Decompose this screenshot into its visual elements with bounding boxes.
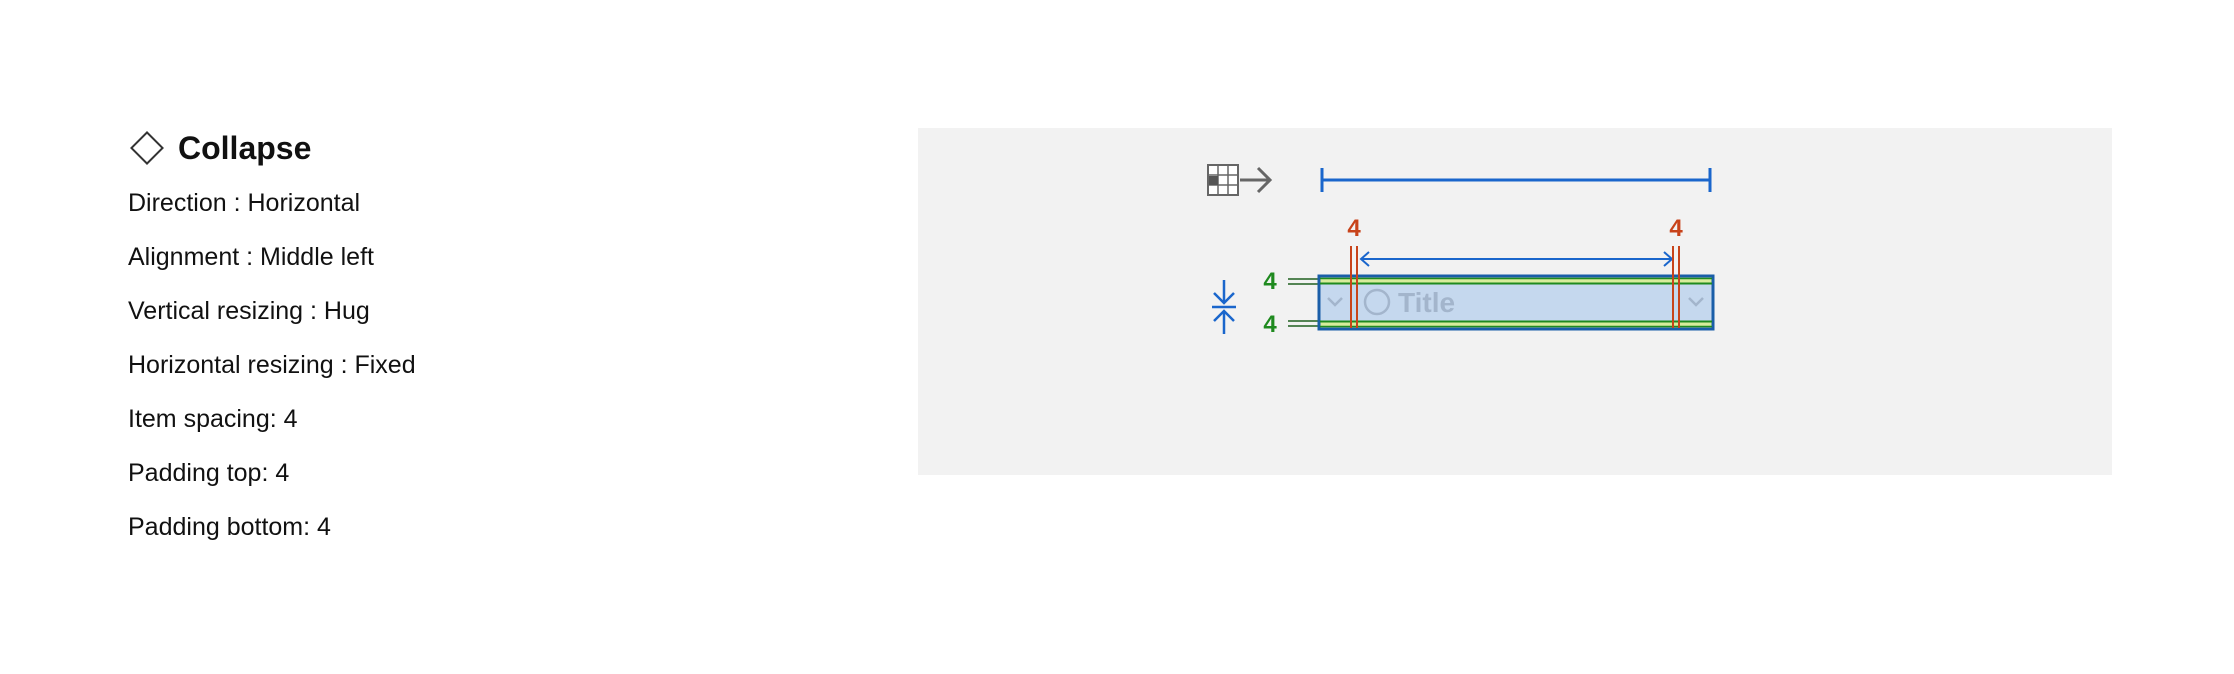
property-separator: :	[269, 404, 284, 433]
property-value: Fixed	[354, 350, 416, 379]
diagram-canvas: 4 4 Title	[918, 128, 2112, 475]
property-alignment: Alignment : Middle left	[128, 230, 768, 284]
property-separator: :	[226, 188, 248, 217]
circle-icon	[1363, 288, 1391, 316]
arrows-inward-vertical-icon	[1212, 280, 1236, 334]
component-title: Collapse	[178, 129, 312, 166]
diamond-icon	[130, 131, 164, 165]
spacing-marker-right	[1672, 246, 1680, 328]
property-key: Horizontal resizing	[128, 350, 334, 379]
property-direction: Direction : Horizontal	[128, 176, 768, 230]
content-width-arrow	[1359, 251, 1674, 267]
property-list: Direction : Horizontal Alignment : Middl…	[128, 176, 768, 554]
property-separator: :	[261, 458, 276, 487]
property-key: Direction	[128, 188, 227, 217]
property-separator: :	[239, 242, 261, 271]
property-padding-top: Padding top: 4	[128, 446, 768, 500]
fixed-width-indicator	[1320, 168, 1712, 192]
property-key: Vertical resizing	[128, 296, 304, 325]
property-horizontal-resizing: Horizontal resizing : Fixed	[128, 338, 768, 392]
property-value: Horizontal	[247, 188, 361, 217]
spacing-marker-left	[1350, 246, 1358, 328]
chevron-down-icon	[1688, 297, 1704, 307]
spacing-left-label: 4	[1347, 215, 1361, 242]
padding-top-label: 4	[1263, 268, 1277, 295]
item-title: Title	[1398, 287, 1455, 318]
layout-diagram: 4 4 Title	[1207, 164, 1715, 338]
property-vertical-resizing: Vertical resizing : Hug	[128, 284, 768, 338]
spec-header: Collapse	[128, 126, 768, 170]
grid-arrow-right-icon	[1207, 164, 1273, 196]
property-key: Item spacing	[128, 404, 270, 433]
property-key: Padding top	[128, 458, 262, 487]
padding-bottom-label: 4	[1263, 311, 1277, 338]
collapse-frame	[1317, 274, 1715, 331]
padding-leaders	[1288, 278, 1323, 327]
property-separator: :	[303, 512, 318, 541]
property-value: Hug	[323, 296, 370, 325]
property-key: Padding bottom	[128, 512, 304, 541]
spec-panel: Collapse Direction : Horizontal Alignmen…	[128, 126, 768, 554]
property-separator: :	[333, 350, 355, 379]
property-padding-bottom: Padding bottom: 4	[128, 500, 768, 554]
property-value: 4	[275, 458, 290, 487]
property-value: 4	[283, 404, 298, 433]
property-value: 4	[317, 512, 331, 541]
chevron-down-icon	[1327, 297, 1343, 307]
property-item-spacing: Item spacing: 4	[128, 392, 768, 446]
spacing-right-label: 4	[1669, 215, 1683, 242]
property-value: Middle left	[260, 242, 374, 271]
property-key: Alignment	[128, 242, 240, 271]
property-separator: :	[303, 296, 324, 325]
